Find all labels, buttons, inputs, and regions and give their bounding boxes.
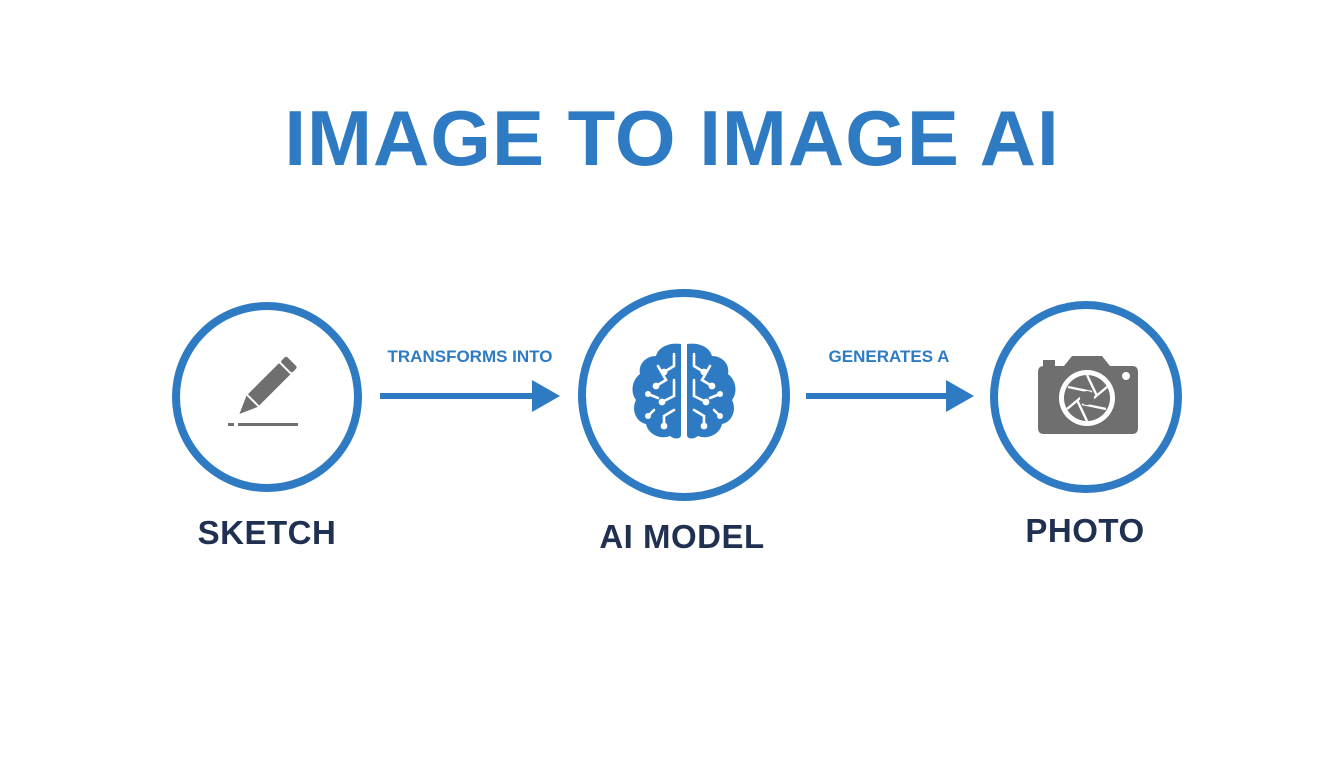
- generates-a-arrow: [806, 380, 974, 412]
- camera-icon: [1038, 356, 1138, 434]
- sketch-node-circle: [172, 302, 362, 492]
- ai-model-node-label: AI MODEL: [599, 518, 765, 555]
- sketch-node-label: SKETCH: [197, 514, 337, 551]
- transforms-into-edge-label: TRANSFORMS INTO: [387, 347, 553, 366]
- generates-a-edge-label: GENERATES A: [828, 347, 950, 366]
- pencil-icon: [228, 356, 298, 426]
- brain-circuit-icon: [632, 343, 736, 439]
- transforms-into-arrow: [380, 380, 560, 412]
- ai-model-node-circle: [578, 289, 790, 501]
- photo-node-label: PHOTO: [1025, 512, 1145, 549]
- page-title: IMAGE TO IMAGE AI: [284, 94, 1060, 182]
